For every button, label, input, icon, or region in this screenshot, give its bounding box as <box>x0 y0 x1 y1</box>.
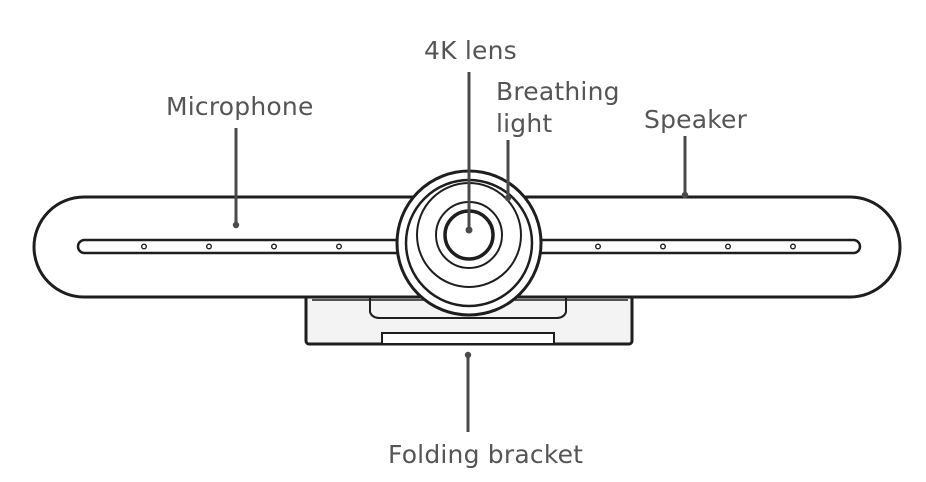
breathing-light-label: Breathing light <box>496 76 620 140</box>
microphone-holes-right <box>595 243 797 250</box>
breathing-light-label-line1: Breathing <box>496 77 620 106</box>
speaker-label: Speaker <box>644 105 748 134</box>
lens-housing <box>395 169 543 317</box>
lens-label: 4K lens <box>424 36 517 65</box>
microphone-holes-left <box>140 243 343 250</box>
folding-bracket-label: Folding bracket <box>388 440 584 469</box>
leader-lines <box>232 72 689 432</box>
folding-bracket <box>304 290 634 346</box>
microphone-label: Microphone <box>166 92 314 121</box>
breathing-light-label-line2: light <box>496 109 553 138</box>
